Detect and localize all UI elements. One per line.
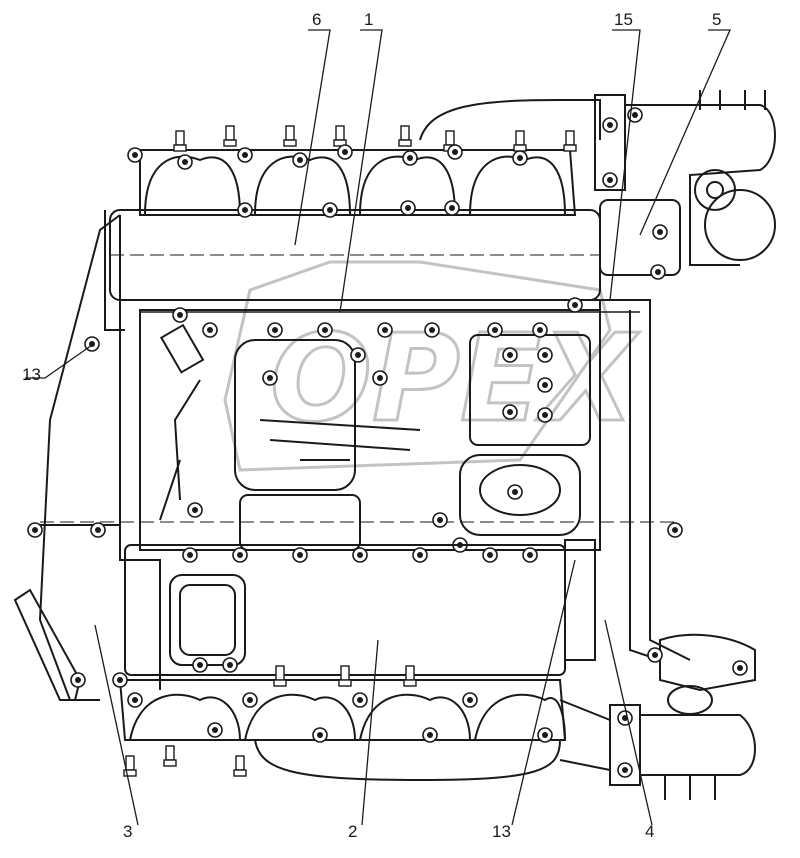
center-block	[139, 309, 601, 551]
callout-3: 3	[123, 822, 133, 841]
callout-1: 1	[364, 10, 374, 29]
upper-studs	[127, 125, 577, 218]
leader-lines	[25, 29, 731, 826]
lower-studs	[70, 547, 553, 777]
callout-5: 5	[712, 10, 722, 29]
upper-intake-manifold	[109, 99, 601, 301]
callout-6: 6	[312, 10, 322, 29]
callout-13-left: 13	[22, 365, 41, 384]
turbocharger-upper	[594, 90, 776, 276]
callout-4: 4	[645, 822, 655, 841]
callout-13-bottom: 13	[492, 822, 511, 841]
turbocharger-lower	[559, 633, 756, 800]
callout-15: 15	[614, 10, 633, 29]
engine-block	[13, 210, 161, 701]
turbo-upper-bolts	[602, 107, 668, 280]
watermark-logo: OPEX	[223, 260, 641, 472]
lower-intake-manifold	[118, 539, 596, 782]
callout-2: 2	[348, 822, 358, 841]
